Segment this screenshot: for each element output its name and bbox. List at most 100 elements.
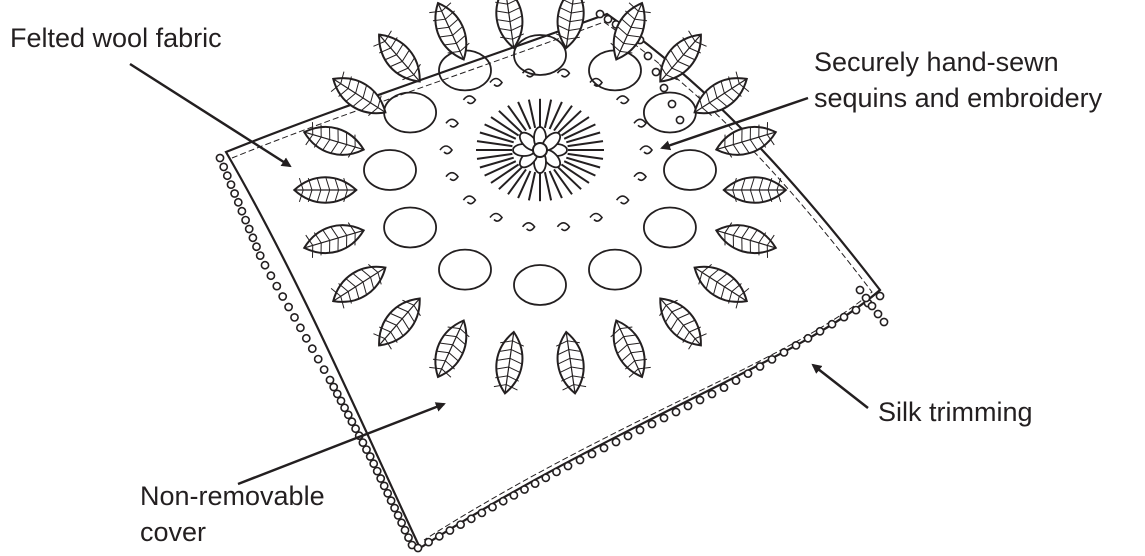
trim-bead <box>374 468 381 475</box>
trim-bead <box>315 356 322 363</box>
trim-bead <box>816 328 823 335</box>
trim-bead <box>596 10 603 17</box>
trim-bead <box>652 68 659 75</box>
trim-bead <box>478 509 485 516</box>
cover-label-line1: Non-removable <box>140 480 325 512</box>
trim-bead <box>253 243 260 250</box>
trim-bead <box>273 283 280 290</box>
sequins-label-line1: Securely hand-sewn <box>814 46 1059 78</box>
trim-bead <box>856 286 863 293</box>
trim-bead <box>291 314 298 321</box>
trim-bead <box>238 208 245 215</box>
trim-bead <box>624 432 631 439</box>
trim-bead <box>285 303 292 310</box>
trim-bead <box>257 252 264 259</box>
trim-bead <box>249 234 256 241</box>
trim-bead <box>297 324 304 331</box>
trim-bead <box>720 384 727 391</box>
trim-bead <box>224 172 231 179</box>
trim-bead <box>676 116 683 123</box>
trim-bead <box>359 439 366 446</box>
felted-wool-label: Felted wool fabric <box>10 22 222 54</box>
trim-bead <box>489 504 496 511</box>
trim-bead <box>425 539 432 546</box>
trim-bead <box>330 383 337 390</box>
trim-bead <box>395 512 402 519</box>
trim-bead <box>874 310 881 317</box>
trim-bead <box>862 294 869 301</box>
trim-bead <box>391 504 398 511</box>
trim-bead <box>880 318 887 325</box>
trim-bead <box>457 521 464 528</box>
trim-bead <box>367 453 374 460</box>
trim-bead <box>370 460 377 467</box>
trim-bead <box>600 444 607 451</box>
trim-bead <box>388 497 395 504</box>
trim-bead <box>644 52 651 59</box>
trim-bead <box>521 486 528 493</box>
trim-bead <box>405 534 412 541</box>
trim-bead <box>542 474 549 481</box>
trim-bead <box>756 363 763 370</box>
trim-bead <box>334 390 341 397</box>
trim-bead <box>768 356 775 363</box>
trim-bead <box>636 426 643 433</box>
trim-bead <box>868 302 875 309</box>
trim-bead <box>216 154 223 161</box>
trim-bead <box>246 225 253 232</box>
trim-bead <box>279 293 286 300</box>
trim-bead <box>672 408 679 415</box>
felted-pointer-line <box>130 64 290 166</box>
cushion-outline <box>226 14 880 548</box>
trim-bead <box>326 376 333 383</box>
trim-bead <box>804 335 811 342</box>
trim-bead <box>668 100 675 107</box>
trim-bead <box>384 490 391 497</box>
trim-bead <box>235 199 242 206</box>
trim-bead <box>708 390 715 397</box>
trim-bead <box>510 492 517 499</box>
trim-bead <box>337 397 344 404</box>
trim-bead <box>468 515 475 522</box>
trim-bead <box>732 377 739 384</box>
trim-bead <box>852 307 859 314</box>
trim-bead <box>660 84 667 91</box>
silk-trimming-label: Silk trimming <box>878 396 1033 428</box>
trim-bead <box>840 314 847 321</box>
trim-bead <box>321 366 328 373</box>
trim-bead <box>532 480 539 487</box>
trim-bead <box>348 418 355 425</box>
trim-bead <box>684 402 691 409</box>
trim-bead <box>564 462 571 469</box>
trim-bead <box>588 450 595 457</box>
trim-bead <box>345 411 352 418</box>
trim-bead <box>660 414 667 421</box>
trim-bead <box>828 321 835 328</box>
embroidered-leaf <box>369 26 429 90</box>
trim-bead <box>553 468 560 475</box>
trim-bead <box>696 396 703 403</box>
trim-bead <box>792 342 799 349</box>
trim-pointer-line <box>813 365 868 408</box>
flower-center <box>533 143 547 157</box>
trim-bead <box>231 190 238 197</box>
trim-bead <box>576 456 583 463</box>
trim-bead <box>414 544 421 551</box>
trim-bead <box>261 262 268 269</box>
trim-bead <box>876 292 883 299</box>
trim-bead <box>227 181 234 188</box>
trim-bead <box>267 272 274 279</box>
trim-bead <box>377 475 384 482</box>
cover-label-line2: cover <box>140 516 206 548</box>
trim-bead <box>436 533 443 540</box>
trim-bead <box>341 404 348 411</box>
trim-bead <box>500 498 507 505</box>
trim-bead <box>398 519 405 526</box>
trim-bead <box>612 438 619 445</box>
trim-bead <box>242 217 249 224</box>
trim-bead <box>604 16 611 23</box>
embroidered-leaf <box>426 0 475 65</box>
trim-bead <box>352 425 359 432</box>
trim-bead <box>363 446 370 453</box>
